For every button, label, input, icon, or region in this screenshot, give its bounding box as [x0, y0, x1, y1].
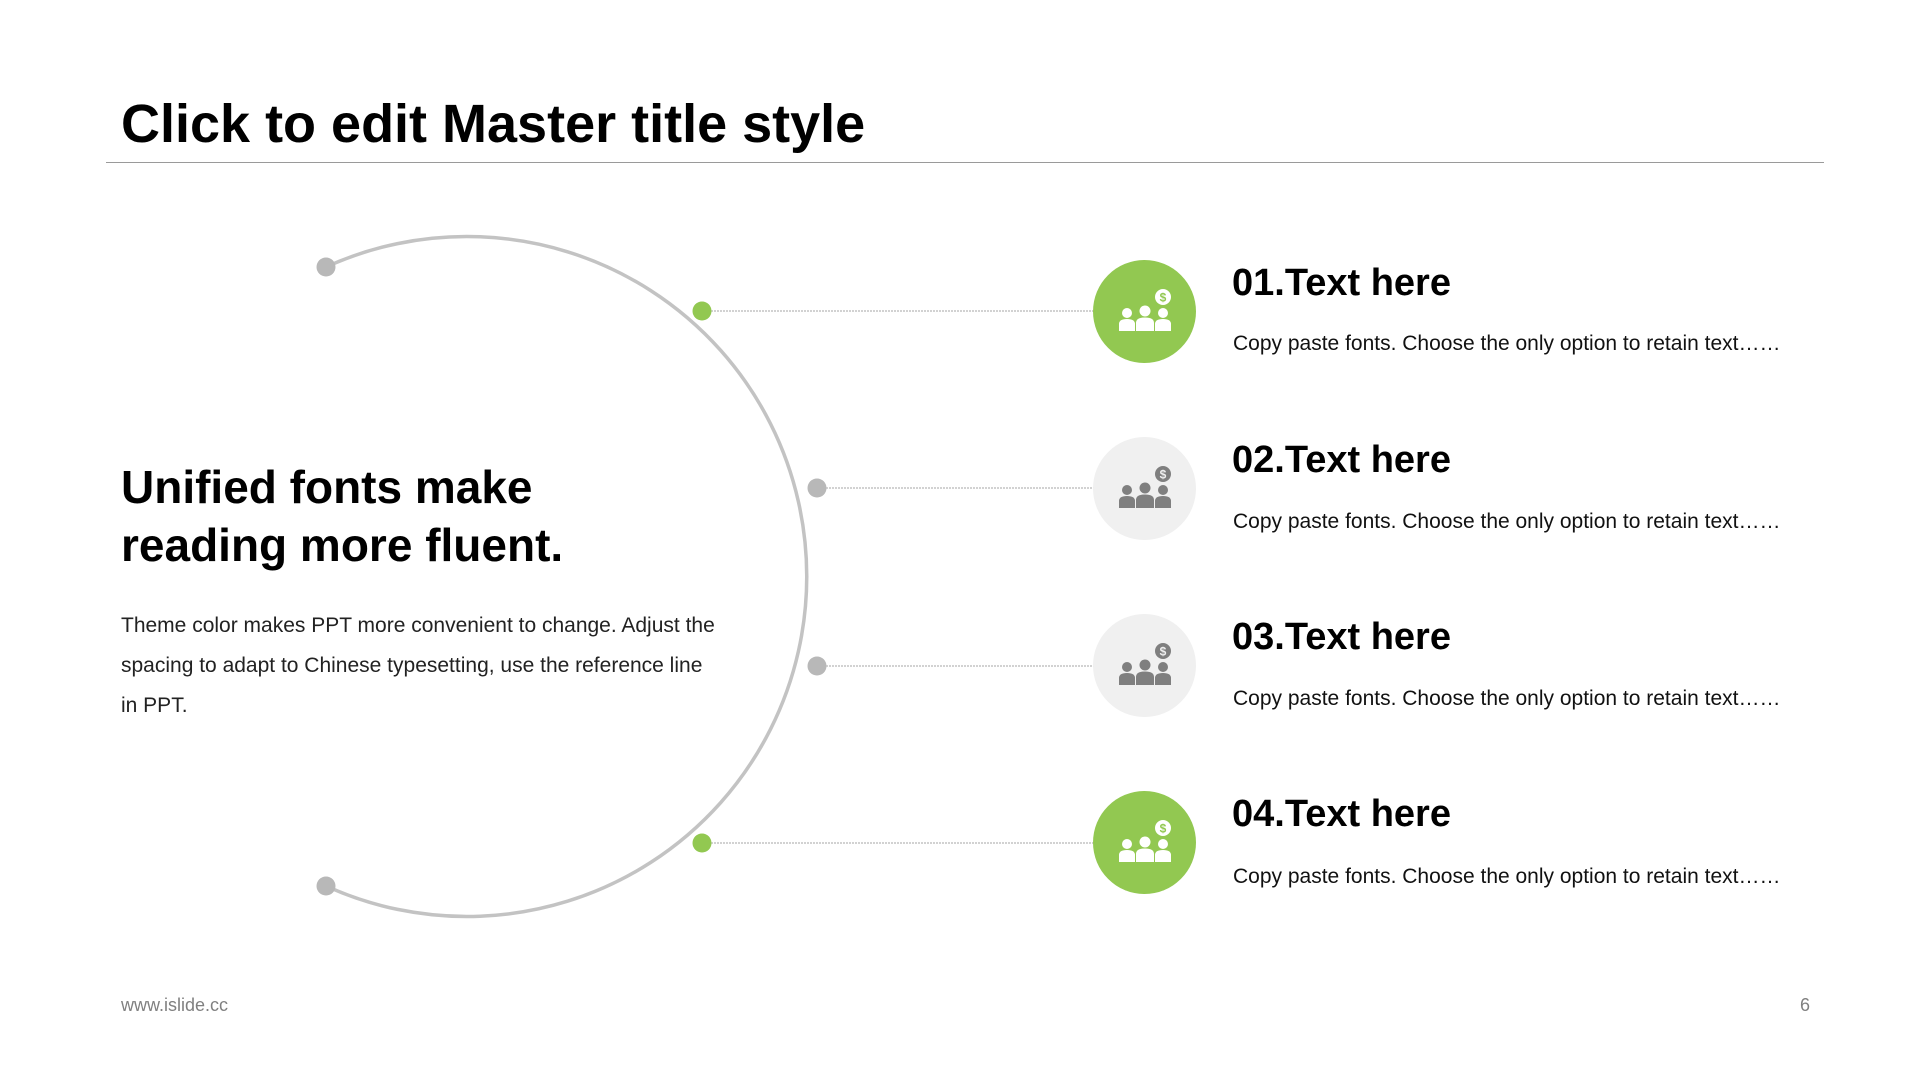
title-underline: [106, 162, 1824, 163]
svg-text:$: $: [1159, 821, 1166, 835]
item-1-description[interactable]: Copy paste fonts. Choose the only option…: [1233, 332, 1781, 355]
people-dollar-icon: $: [1118, 288, 1171, 331]
body-paragraph[interactable]: Theme color makes PPT more convenient to…: [121, 614, 715, 717]
page-number: 6: [1799, 995, 1810, 1015]
item-2-icon-circle: $: [1093, 437, 1196, 540]
slide-title[interactable]: Click to edit Master title style: [121, 94, 866, 154]
item-2-description[interactable]: Copy paste fonts. Choose the only option…: [1233, 510, 1781, 533]
footer-url: www.islide.cc: [121, 995, 229, 1015]
arc-dot-1: [692, 301, 712, 321]
timeline-arc: [325, 234, 809, 919]
arc-dot-2: [807, 478, 827, 498]
svg-text:$: $: [1159, 290, 1166, 304]
arc-end-dot-bottom: [316, 876, 336, 896]
svg-text:$: $: [1159, 644, 1166, 658]
item-2-heading[interactable]: 02.Text here: [1232, 439, 1451, 481]
arc-dot-4: [692, 833, 712, 853]
people-dollar-icon: $: [1118, 819, 1171, 862]
item-4-description[interactable]: Copy paste fonts. Choose the only option…: [1233, 865, 1781, 888]
people-dollar-icon: $: [1118, 465, 1171, 508]
arc-end-dot-top: [316, 257, 336, 277]
headline[interactable]: Unified fonts make reading more fluent.: [121, 461, 564, 571]
item-4-heading[interactable]: 04.Text here: [1232, 793, 1451, 835]
item-3-icon-circle: $: [1093, 614, 1196, 717]
svg-text:$: $: [1159, 467, 1166, 481]
people-dollar-icon: $: [1118, 642, 1171, 685]
item-4-icon-circle: $: [1093, 791, 1196, 894]
item-3-heading[interactable]: 03.Text here: [1232, 616, 1451, 658]
arc-dot-3: [807, 656, 827, 676]
item-1-heading[interactable]: 01.Text here: [1232, 262, 1451, 304]
item-3-description[interactable]: Copy paste fonts. Choose the only option…: [1233, 687, 1781, 710]
item-1-icon-circle: $: [1093, 260, 1196, 363]
